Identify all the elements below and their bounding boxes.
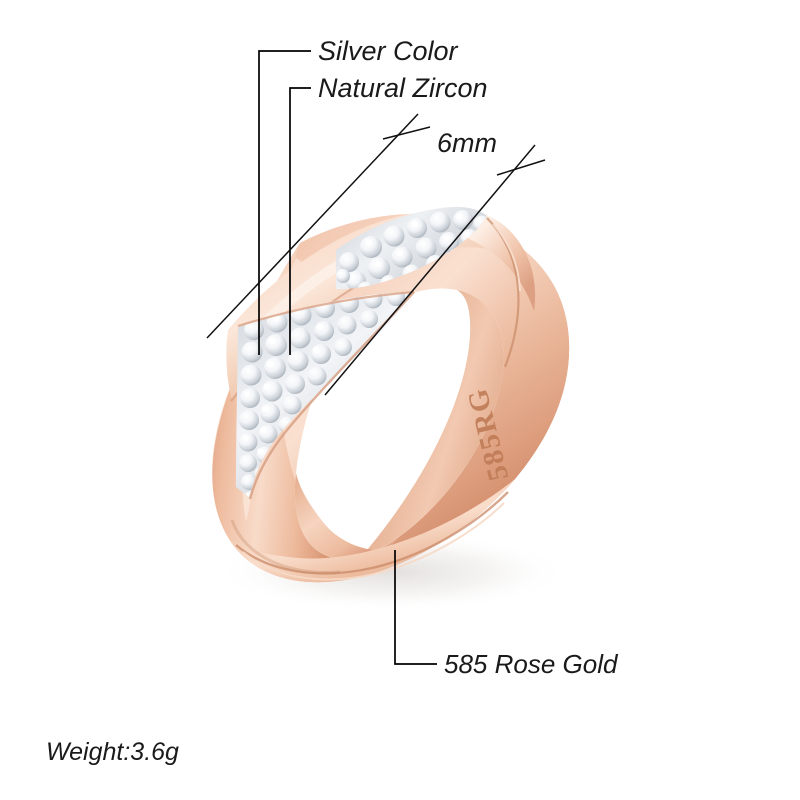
ring-body: 585RG xyxy=(212,206,570,583)
pave-section-top xyxy=(336,206,487,290)
ring-inner-wall xyxy=(362,290,504,556)
leader-585-rose-gold xyxy=(394,550,437,665)
label-width-dimension: 6mm xyxy=(437,128,497,158)
annotation-leaders xyxy=(206,50,546,665)
annotation-labels: Silver Color Natural Zircon 6mm 585 Rose… xyxy=(46,36,619,766)
ring-right-seam-highlight xyxy=(492,223,521,292)
leader-6mm-left xyxy=(206,113,419,339)
pave-section-wedge xyxy=(236,292,414,497)
pave-wedge-edge-top xyxy=(237,290,415,328)
ring-bottom-rim-highlight xyxy=(242,502,505,581)
leader-6mm-right xyxy=(324,144,536,396)
leader-natural-zircon xyxy=(289,87,311,355)
tick-6mm-left xyxy=(382,126,431,140)
label-natural-zircon: Natural Zircon xyxy=(318,73,488,103)
ring-right-band xyxy=(355,221,570,578)
leader-silver-color xyxy=(258,50,311,355)
ring-bottom-rim-line xyxy=(235,491,509,575)
ring-contact-shade xyxy=(230,519,341,575)
label-weight: Weight:3.6g xyxy=(46,738,179,766)
label-silver-color: Silver Color xyxy=(318,36,459,66)
label-material: 585 Rose Gold xyxy=(444,649,619,679)
tick-6mm-right xyxy=(496,159,546,176)
pave-wedge-stones xyxy=(238,292,405,497)
ring-inner-shank-front xyxy=(294,473,380,560)
